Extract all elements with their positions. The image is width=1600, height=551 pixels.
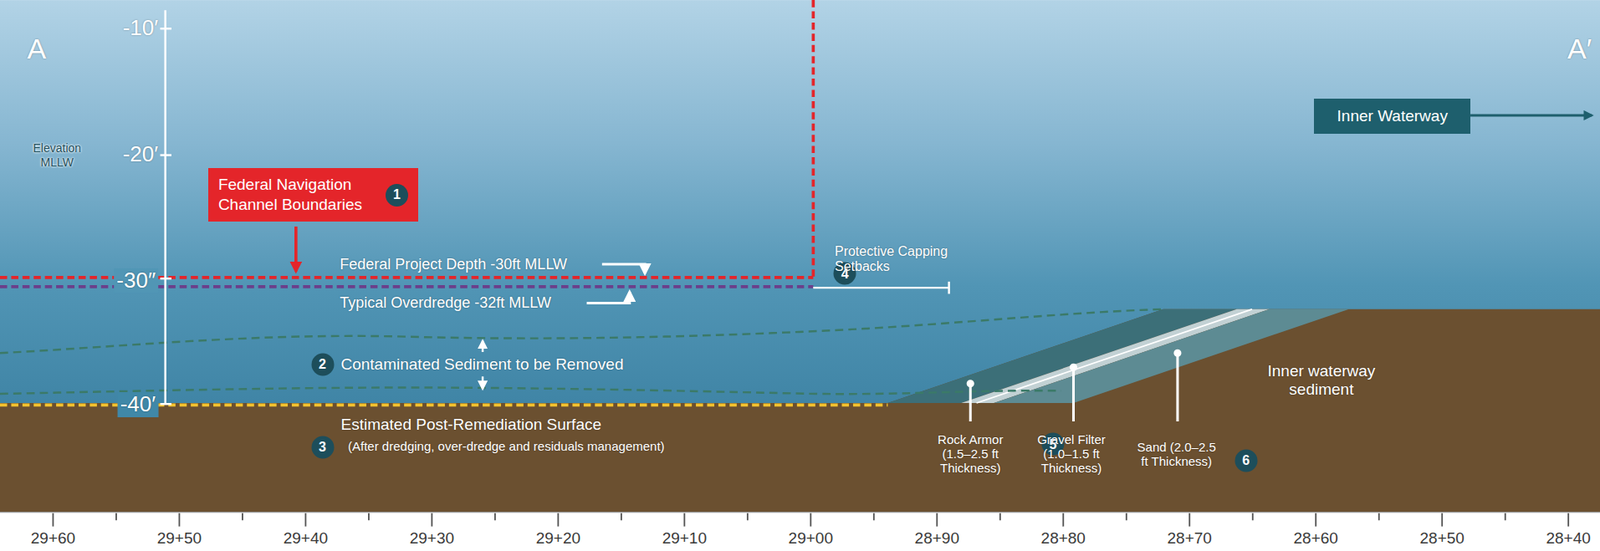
- elevation-tick: -40′: [117, 392, 159, 418]
- station-label: 28+50: [1420, 529, 1465, 548]
- station-label: 29+00: [788, 529, 834, 548]
- station-label: 29+40: [283, 529, 328, 548]
- box-label: Inner Waterway: [1337, 107, 1448, 126]
- station-label: 28+70: [1167, 529, 1212, 548]
- layer-label: Rock Armor (1.5–2.5 ft Thickness): [926, 432, 1014, 476]
- station-label: 28+90: [915, 529, 960, 548]
- sediment: [0, 403, 1600, 513]
- layer-label: Gravel Filter (1.0–1.5 ft Thickness): [1027, 432, 1115, 476]
- elevation-tick: -30″: [113, 268, 159, 294]
- contamination-bottom: [0, 388, 1062, 395]
- elevation-tick: -10′: [122, 15, 159, 41]
- setback-label: Protective Capping Setbacks: [834, 243, 969, 275]
- station-label: 29+10: [662, 529, 707, 548]
- station-axis: [0, 511, 1600, 513]
- callout-number: 1: [385, 184, 409, 207]
- box-label: Federal Navigation Channel Boundaries: [218, 174, 378, 215]
- layer-label: Sand (2.0–2.5 ft Thickness): [1133, 439, 1221, 470]
- elevation-axis: [163, 10, 166, 404]
- channel-boundary: [812, 0, 816, 278]
- axis-ticks: [160, 28, 172, 404]
- section-mark: A′: [1567, 32, 1592, 66]
- bank: [887, 309, 1600, 404]
- zone-label: Contaminated Sediment to be Removed: [340, 355, 624, 374]
- station-label: 28+60: [1293, 529, 1339, 548]
- layer-pointers: [967, 350, 1181, 422]
- depth-label: Typical Overdredge -32ft MLLW: [339, 294, 552, 312]
- station-label: 28+80: [1041, 529, 1086, 548]
- contamination-top: [0, 309, 1164, 353]
- zone-label: Inner waterway sediment: [1258, 362, 1385, 399]
- station-label: 29+20: [536, 529, 581, 548]
- waterway-box: Inner Waterway: [1313, 98, 1471, 133]
- station-label: 28+40: [1545, 529, 1590, 548]
- station-label: 29+60: [30, 529, 76, 548]
- station-label: 29+50: [157, 529, 202, 548]
- thickness-arrow: [481, 376, 484, 389]
- leader-arrow: [587, 291, 630, 303]
- channel-boundary-box: Federal Navigation Channel Boundaries 1: [208, 168, 419, 222]
- station-ticks: [52, 513, 1569, 527]
- zone-label: Estimated Post-Remediation Surface: [340, 415, 602, 435]
- zone-note: (After dredging, over-dredge and residua…: [347, 439, 665, 455]
- depth-label: Federal Project Depth -30ft MLLW: [339, 255, 568, 274]
- callout-number: 2: [311, 352, 334, 376]
- direction-arrow: [1470, 113, 1592, 117]
- water: [0, 0, 1600, 409]
- thickness-arrow: [481, 341, 484, 353]
- leader-arrow: [294, 226, 298, 272]
- gravel-filter: [961, 309, 1269, 404]
- callout-number: 3: [311, 435, 334, 459]
- station-label: 29+30: [409, 529, 455, 548]
- setback-bracket: [812, 281, 949, 295]
- section-mark: A: [27, 32, 47, 66]
- axis-title: Elevation MLLW: [23, 141, 91, 169]
- elevation-tick: -20′: [122, 142, 159, 168]
- callout-number: 6: [1234, 449, 1258, 472]
- leader-arrow: [602, 264, 645, 274]
